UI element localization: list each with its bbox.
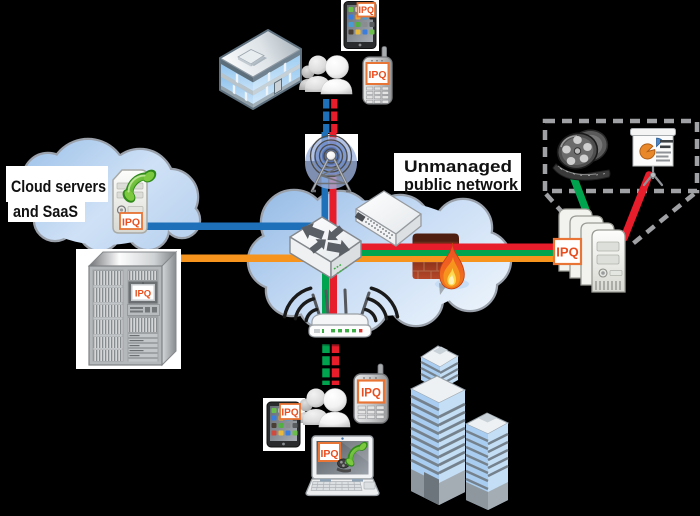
svg-text:public network: public network (404, 175, 519, 194)
svg-text:IPQ: IPQ (361, 388, 381, 400)
svg-text:IPQ: IPQ (135, 289, 151, 300)
svg-text:and SaaS: and SaaS (13, 202, 78, 221)
svg-text:IPQ: IPQ (358, 5, 374, 15)
svg-text:IPQ: IPQ (320, 448, 338, 460)
svg-text:Unmanaged: Unmanaged (404, 157, 512, 176)
svg-text:Cloud servers: Cloud servers (11, 177, 106, 196)
svg-text:IPQ: IPQ (556, 245, 578, 260)
svg-text:IPQ: IPQ (122, 217, 140, 229)
svg-text:IPQ: IPQ (368, 69, 386, 81)
svg-text:IPQ: IPQ (281, 408, 298, 419)
